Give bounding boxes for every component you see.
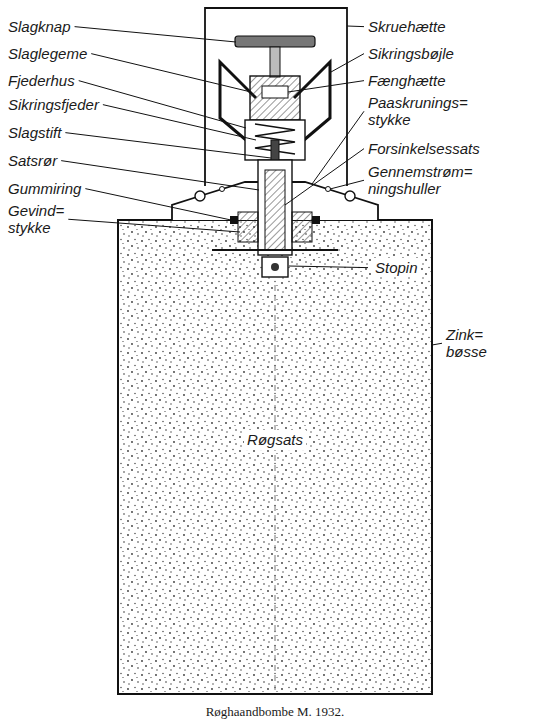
- center-line: [275, 285, 276, 690]
- threaded-piece: [238, 212, 258, 242]
- leader-line: [330, 180, 364, 189]
- leader-line: [331, 54, 364, 72]
- leader-line: [85, 189, 231, 220]
- leader-line: [347, 26, 364, 28]
- part-label: Gevind= stykke: [8, 202, 64, 237]
- leader-line: [75, 27, 236, 42]
- crimp: [195, 191, 205, 201]
- leader-line: [65, 133, 271, 158]
- part-label: Stopin: [372, 258, 421, 277]
- stopin-core: [271, 263, 279, 271]
- part-label: Satsrør: [8, 152, 57, 169]
- primer-cap: [262, 86, 288, 98]
- leader-line: [103, 105, 256, 140]
- leader-line: [285, 149, 364, 205]
- flow-hole: [220, 187, 225, 192]
- part-label: Skruehætte: [368, 18, 446, 35]
- part-label: Sikringsbøjle: [368, 45, 454, 62]
- material-label: Røgsats: [244, 430, 306, 449]
- part-label: Fjederhus: [8, 72, 75, 89]
- part-label: Gennemstrøm= ningshuller: [368, 163, 473, 198]
- striker-body: [250, 76, 300, 120]
- part-label: Zink= bøsse: [446, 326, 487, 361]
- stopin: [262, 257, 288, 277]
- flow-hole: [326, 187, 331, 192]
- part-label: Forsinkelsessats: [368, 140, 480, 157]
- leader-line: [312, 111, 364, 184]
- leader-line: [79, 81, 246, 128]
- delay-composition: [265, 170, 285, 250]
- part-label: Fænghætte: [368, 72, 446, 89]
- part-label: Slagknap: [8, 18, 71, 35]
- washer-plate: [212, 249, 338, 251]
- part-label: Paaskrunings= stykke: [368, 94, 468, 129]
- leader-line: [288, 81, 364, 92]
- knob-stem: [270, 47, 280, 77]
- rubber-ring: [230, 216, 238, 224]
- leader-line: [289, 266, 368, 268]
- figure-caption: Røghaandbombe M. 1932.: [0, 704, 550, 720]
- part-label: Slagstift: [8, 124, 61, 141]
- leader-line: [432, 343, 442, 345]
- firing-pin: [271, 140, 279, 162]
- crimp: [345, 191, 355, 201]
- leader-line: [68, 219, 240, 232]
- leader-line: [61, 161, 259, 190]
- part-label: Sikringsfjeder: [8, 96, 99, 113]
- part-label: Slaglegeme: [8, 45, 87, 62]
- fuse-tube: [258, 160, 292, 255]
- zinc-can: [118, 220, 432, 694]
- rubber-ring: [312, 216, 320, 224]
- leader-line: [91, 54, 251, 92]
- part-label: Gummiring: [8, 180, 81, 197]
- threaded-piece: [292, 212, 312, 242]
- striker-knob: [235, 36, 315, 47]
